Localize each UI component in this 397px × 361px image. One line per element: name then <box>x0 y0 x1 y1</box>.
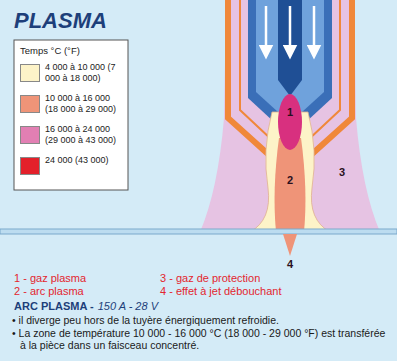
legend-text: 24 000 (43 000) <box>45 155 125 166</box>
arc-heading: ARC PLASMA - <box>14 300 94 312</box>
callout-number: 1 <box>287 106 293 118</box>
note-text: • il diverge peu hors de la tuyère énerg… <box>12 314 392 326</box>
jet <box>283 234 297 256</box>
legend-heading: Temps °C (°F) <box>20 45 80 56</box>
legend-swatch <box>20 95 40 113</box>
arc-values: 150 A - 28 V <box>98 300 158 312</box>
gas-arrow <box>289 6 292 52</box>
key-text: 2 - arc plasma <box>14 285 84 297</box>
legend-text: 16 000 à 24 000 (29 000 à 43 000) <box>45 124 125 146</box>
callout-number: 2 <box>287 174 293 186</box>
gas-arrow <box>313 6 316 52</box>
arc-core <box>278 94 302 150</box>
legend-swatch <box>20 157 40 175</box>
shielding-gas <box>200 0 380 232</box>
legend-swatch <box>20 126 40 144</box>
key-text: 1 - gaz plasma <box>14 272 86 284</box>
legend-text: 4 000 à 10 000 (7 000 à 18 000) <box>45 62 125 84</box>
note-text: • La zone de température 10 000 - 16 000… <box>12 327 392 351</box>
callout-number: 4 <box>287 258 293 270</box>
gas-arrow <box>265 6 268 52</box>
plasma-arc <box>275 138 306 232</box>
callout-number: 3 <box>339 166 345 178</box>
workpiece <box>0 229 397 234</box>
legend-swatch <box>20 64 40 82</box>
electrode <box>278 0 302 96</box>
legend-box <box>14 40 128 190</box>
key-text: 3 - gaz de protection <box>160 272 260 284</box>
title: PLASMA <box>14 8 107 34</box>
key-text: 4 - effet à jet débouchant <box>160 285 282 297</box>
legend-text: 10 000 à 16 000 (18 000 à 29 000) <box>45 93 125 115</box>
